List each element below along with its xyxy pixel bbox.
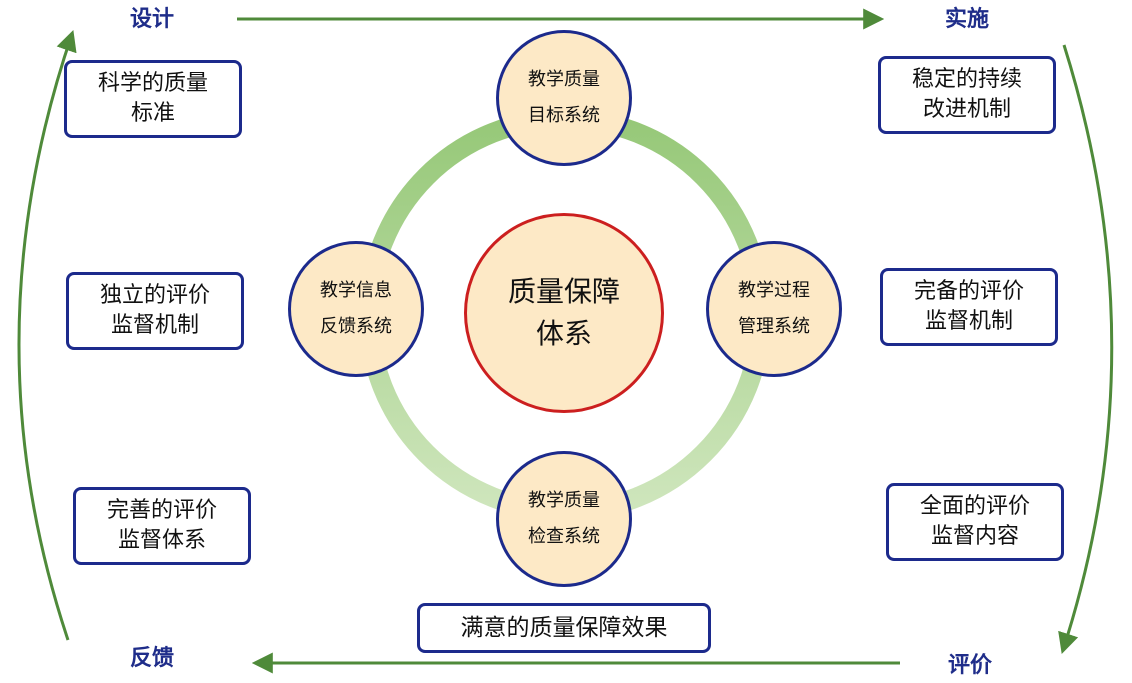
center-line: 质量保障: [507, 275, 620, 308]
box-independent-supervision-mechanism: 独立的评价 监督机制: [66, 272, 244, 350]
box-line: 监督体系: [117, 528, 206, 553]
box-line: 改进机制: [922, 97, 1011, 122]
label-design: 设计: [130, 7, 175, 32]
label-implement: 实施: [945, 7, 990, 32]
center-line: 体系: [535, 317, 592, 350]
satellite-line: 教学质量: [528, 490, 600, 511]
satellite-process-management-system: 教学过程 管理系统: [706, 241, 842, 377]
satellite-line: 教学信息: [320, 280, 392, 301]
arrow-right: [1058, 44, 1114, 654]
satellite-line: 教学质量: [528, 69, 600, 90]
box-line: 监督机制: [110, 313, 199, 338]
box-scientific-quality-standard: 科学的质量 标准: [64, 60, 242, 138]
box-line: 全面的评价: [919, 494, 1030, 519]
box-continuous-improvement-mechanism: 稳定的持续 改进机制: [878, 56, 1056, 134]
satellite-line: 管理系统: [738, 316, 810, 337]
satellite-line: 检查系统: [528, 526, 600, 547]
satellite-inspection-system: 教学质量 检查系统: [496, 451, 632, 587]
satellite-line: 反馈系统: [320, 316, 392, 337]
box-line: 完备的评价: [913, 279, 1024, 304]
satellite-line: 目标系统: [528, 105, 600, 126]
label-feedback: 反馈: [130, 646, 175, 671]
box-line: 监督内容: [930, 524, 1019, 549]
box-line: 完善的评价: [106, 498, 217, 523]
box-line: 标准: [130, 101, 175, 126]
box-complete-supervision-system: 完善的评价 监督体系: [73, 487, 251, 565]
box-satisfying-effect: 满意的质量保障效果: [417, 603, 711, 653]
satellite-feedback-system: 教学信息 反馈系统: [288, 241, 424, 377]
arrow-left: [17, 30, 77, 641]
box-comprehensive-supervision-content: 全面的评价 监督内容: [886, 483, 1064, 561]
box-line: 科学的质量: [97, 71, 208, 96]
satellite-target-system: 教学质量 目标系统: [496, 30, 632, 166]
label-evaluate: 评价: [948, 653, 993, 678]
box-line: 监督机制: [924, 309, 1013, 334]
satellite-line: 教学过程: [738, 280, 810, 301]
center-quality-assurance-system: 质量保障 体系: [464, 213, 664, 413]
box-line: 独立的评价: [99, 283, 210, 308]
box-complete-evaluation-mechanism: 完备的评价 监督机制: [880, 268, 1058, 346]
box-line: 稳定的持续: [911, 67, 1022, 92]
